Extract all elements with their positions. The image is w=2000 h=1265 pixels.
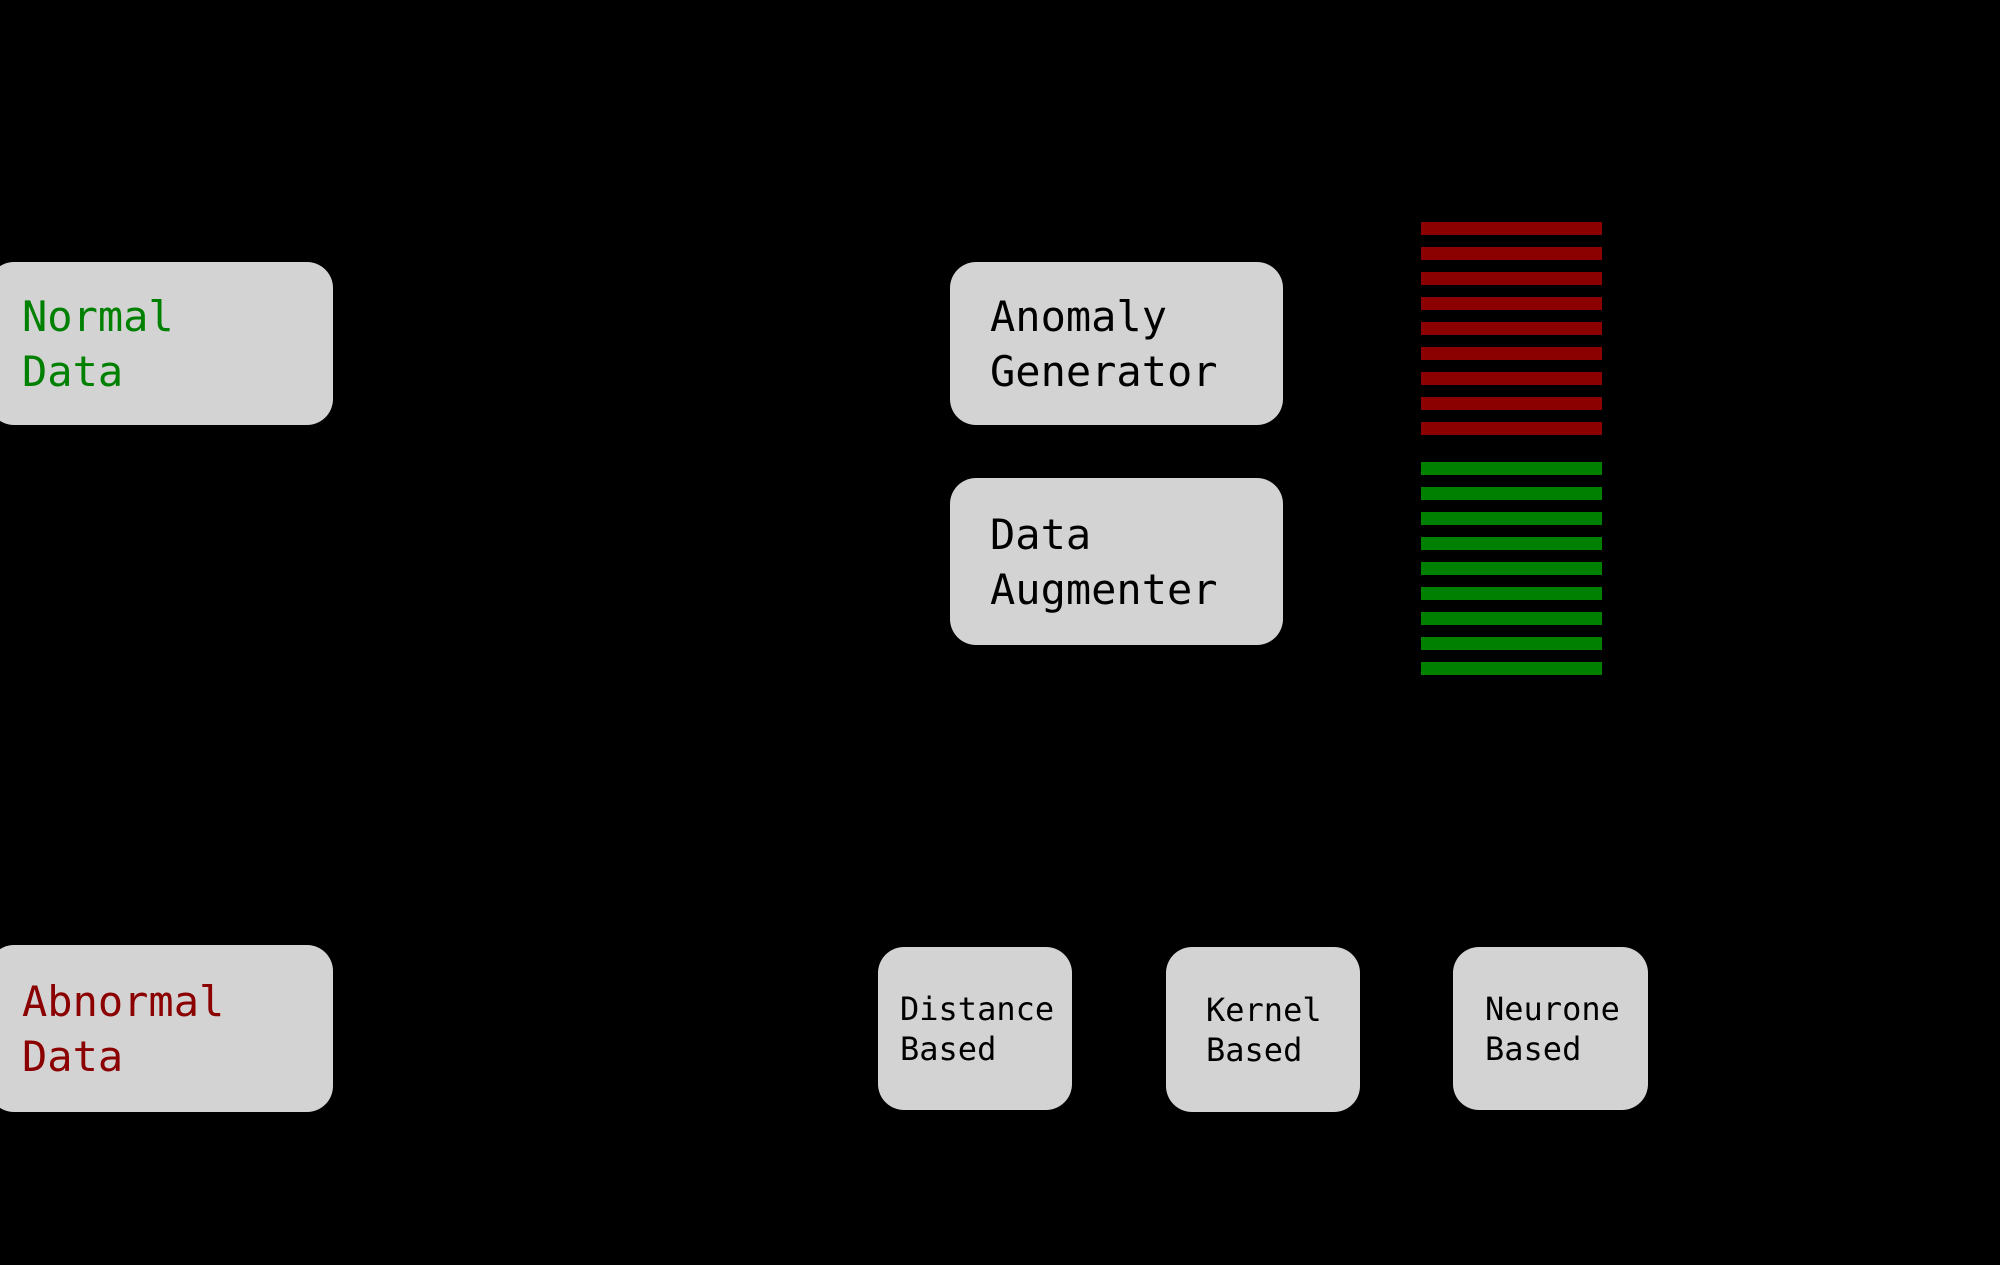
green-sample-stripe: [1421, 537, 1602, 550]
red-sample-stripe: [1421, 272, 1602, 285]
green-sample-stripe: [1421, 462, 1602, 475]
abnormal-sample-stripes: [1421, 222, 1602, 435]
red-sample-stripe: [1421, 397, 1602, 410]
abnormal-data-label-line1: Abnormal: [22, 976, 225, 1026]
green-sample-stripe: [1421, 662, 1602, 675]
green-sample-stripe: [1421, 487, 1602, 500]
normal-data-label-line1: Normal: [22, 291, 174, 341]
green-sample-stripe: [1421, 562, 1602, 575]
red-sample-stripe: [1421, 297, 1602, 310]
data-augmenter-box: Data Augmenter: [950, 478, 1283, 645]
distance-based-label-line1: Distance: [900, 989, 1055, 1028]
distance-based-box: Distance Based: [878, 947, 1072, 1110]
green-sample-stripe: [1421, 612, 1602, 625]
green-sample-stripe: [1421, 637, 1602, 650]
green-sample-stripe: [1421, 587, 1602, 600]
data-augmenter-label-line1: Data: [990, 509, 1092, 559]
kernel-based-label-line2: Based: [1206, 1030, 1303, 1069]
red-sample-stripe: [1421, 422, 1602, 435]
red-sample-stripe: [1421, 347, 1602, 360]
green-sample-stripe: [1421, 512, 1602, 525]
red-sample-stripe: [1421, 372, 1602, 385]
kernel-based-label-line1: Kernel: [1206, 990, 1322, 1029]
red-sample-stripe: [1421, 222, 1602, 235]
red-sample-stripe: [1421, 322, 1602, 335]
neurone-based-label-line2: Based: [1485, 1029, 1582, 1068]
kernel-based-box: Kernel Based: [1166, 947, 1360, 1112]
abnormal-data-label-line2: Data: [22, 1031, 124, 1081]
anomaly-generator-label-line1: Anomaly: [990, 291, 1168, 341]
normal-sample-stripes: [1421, 462, 1602, 675]
neurone-based-box: Neurone Based: [1453, 947, 1648, 1110]
normal-data-box: Normal Data: [0, 262, 333, 425]
anomaly-generator-box: Anomaly Generator: [950, 262, 1283, 425]
abnormal-data-box: Abnormal Data: [0, 945, 333, 1112]
data-augmenter-label-line2: Augmenter: [990, 564, 1218, 614]
normal-data-label-line2: Data: [22, 346, 124, 396]
anomaly-generator-label-line2: Generator: [990, 346, 1218, 396]
neurone-based-label-line1: Neurone: [1485, 989, 1620, 1028]
red-sample-stripe: [1421, 247, 1602, 260]
distance-based-label-line2: Based: [900, 1029, 997, 1068]
